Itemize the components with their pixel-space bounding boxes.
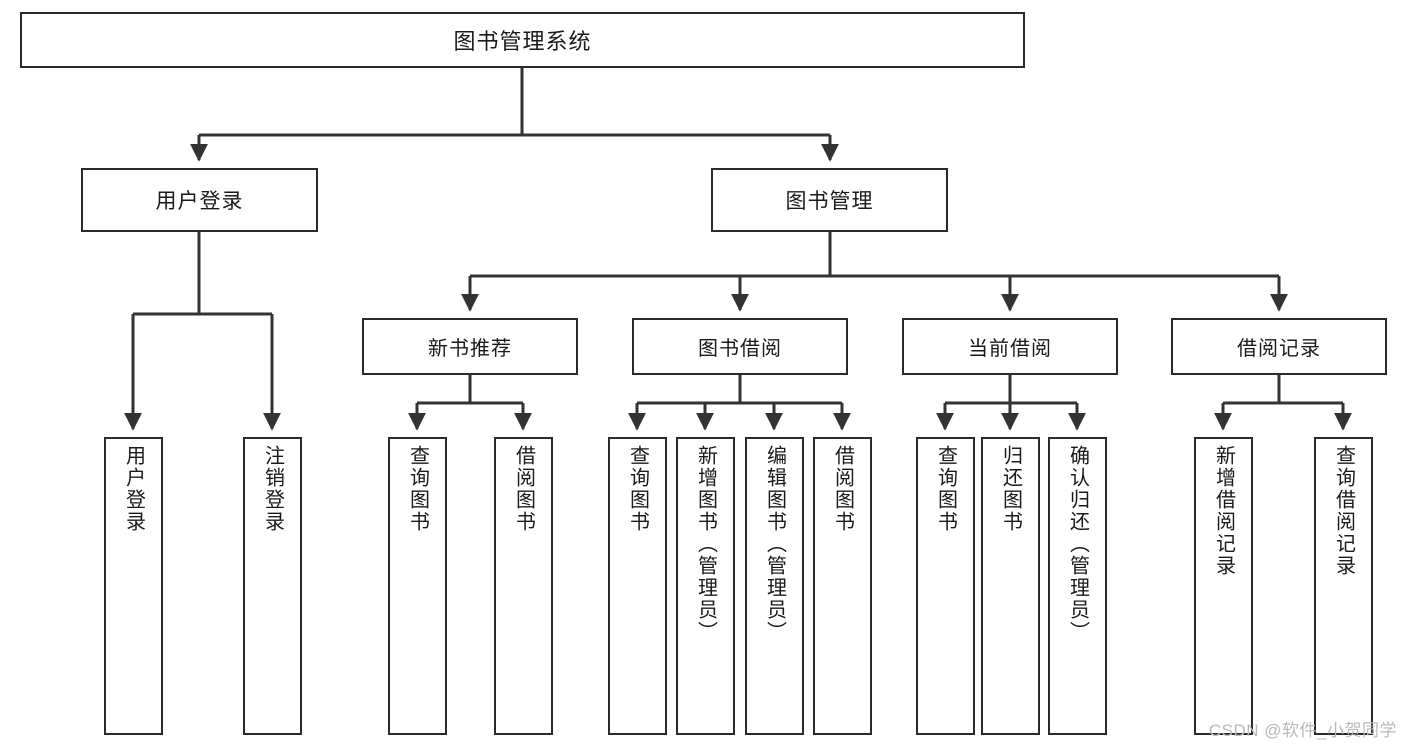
node-leaf-user-logout[interactable]: 注销登录 <box>243 437 302 735</box>
node-leaf-return-book-label: 归还图书 <box>999 445 1022 533</box>
node-book-borrow-label: 图书借阅 <box>698 338 782 360</box>
node-leaf-add-record[interactable]: 新增借阅记录 <box>1194 437 1253 735</box>
node-leaf-borrow-book-2-label: 借阅图书 <box>831 445 854 533</box>
node-root[interactable]: 图书管理系统 <box>20 12 1025 68</box>
node-leaf-confirm-return-label: 确认归还（管理员） <box>1066 445 1089 643</box>
node-leaf-user-logout-label: 注销登录 <box>261 445 284 533</box>
node-book-borrow[interactable]: 图书借阅 <box>632 318 848 375</box>
node-current-borrow-label: 当前借阅 <box>968 338 1052 360</box>
node-borrow-record-label: 借阅记录 <box>1237 338 1321 360</box>
node-book-manage[interactable]: 图书管理 <box>711 168 948 232</box>
node-root-label: 图书管理系统 <box>453 29 592 54</box>
node-borrow-record[interactable]: 借阅记录 <box>1171 318 1387 375</box>
watermark-text: CSDN @软件_小贺同学 <box>1208 721 1397 740</box>
node-leaf-query-record[interactable]: 查询借阅记录 <box>1314 437 1373 735</box>
node-leaf-borrow-book-1[interactable]: 借阅图书 <box>494 437 553 735</box>
node-leaf-edit-book-label: 编辑图书（管理员） <box>763 445 786 643</box>
node-current-borrow[interactable]: 当前借阅 <box>902 318 1118 375</box>
node-leaf-add-record-label: 新增借阅记录 <box>1212 445 1235 577</box>
node-book-manage-label: 图书管理 <box>785 190 874 213</box>
node-leaf-user-login-label: 用户登录 <box>122 445 145 533</box>
node-leaf-borrow-book-1-label: 借阅图书 <box>512 445 535 533</box>
node-leaf-query-record-label: 查询借阅记录 <box>1332 445 1355 577</box>
node-leaf-query-book-3-label: 查询图书 <box>934 445 957 533</box>
node-new-book-recommend-label: 新书推荐 <box>428 338 512 360</box>
node-leaf-borrow-book-2[interactable]: 借阅图书 <box>813 437 872 735</box>
node-leaf-query-book-1-label: 查询图书 <box>406 445 429 533</box>
node-user-login-label: 用户登录 <box>155 190 244 213</box>
node-leaf-query-book-3[interactable]: 查询图书 <box>916 437 975 735</box>
node-new-book-recommend[interactable]: 新书推荐 <box>362 318 578 375</box>
node-leaf-query-book-2[interactable]: 查询图书 <box>608 437 667 735</box>
node-user-login[interactable]: 用户登录 <box>81 168 318 232</box>
node-leaf-confirm-return[interactable]: 确认归还（管理员） <box>1048 437 1107 735</box>
node-leaf-user-login[interactable]: 用户登录 <box>104 437 163 735</box>
node-leaf-query-book-2-label: 查询图书 <box>626 445 649 533</box>
node-leaf-edit-book[interactable]: 编辑图书（管理员） <box>745 437 804 735</box>
node-leaf-query-book-1[interactable]: 查询图书 <box>388 437 447 735</box>
node-leaf-add-book[interactable]: 新增图书（管理员） <box>676 437 735 735</box>
node-leaf-return-book[interactable]: 归还图书 <box>981 437 1040 735</box>
node-leaf-add-book-label: 新增图书（管理员） <box>694 445 717 643</box>
